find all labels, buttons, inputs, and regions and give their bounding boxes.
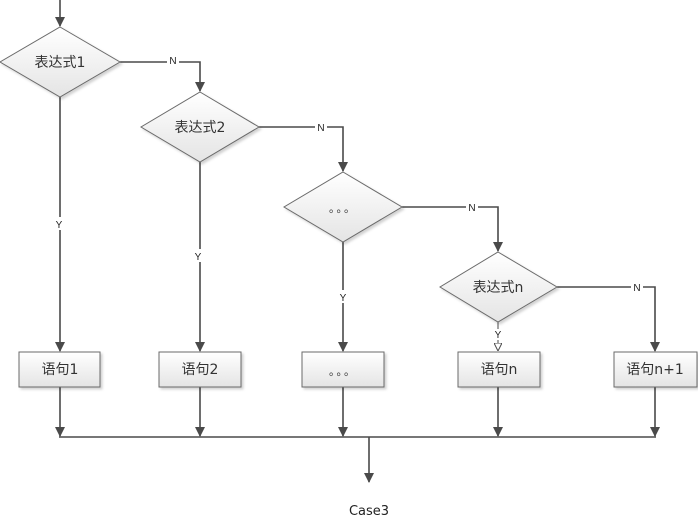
statement-sn1: 语句n+1	[613, 351, 698, 388]
edge-label-d3-n: N	[468, 203, 475, 214]
diamond-shape	[439, 251, 558, 323]
edge-labels: N N N N Y Y Y Y	[54, 55, 643, 341]
decision-label: 表达式n	[473, 280, 524, 296]
box-shape	[301, 351, 385, 388]
statement-sn: 语句n	[457, 351, 541, 388]
statement-s3: 。。。	[301, 351, 385, 388]
statement-label: 语句n	[481, 362, 518, 378]
diagram-caption: Case3	[349, 504, 389, 519]
edge-label-d2-y: Y	[195, 252, 202, 263]
decision-d3: 。。。	[283, 171, 403, 243]
decision-dn: 表达式n	[439, 251, 558, 323]
edge-d2-to-d3	[259, 126, 348, 172]
decision-d1: 表达式1	[0, 26, 121, 98]
edge-label-dn-n: N	[633, 283, 640, 294]
edge-label-dn-y: Y	[495, 330, 502, 341]
box-shape	[613, 351, 698, 388]
statement-s2: 语句2	[158, 351, 242, 388]
decision-label: 表达式1	[35, 55, 86, 71]
box-shape	[457, 351, 541, 388]
edge-label-d2-n: N	[317, 123, 324, 134]
edge-d3-to-dn	[402, 206, 503, 252]
edge-label-d1-y: Y	[56, 220, 63, 231]
statement-label: 语句2	[182, 362, 219, 378]
edge-label-d3-y: Y	[340, 293, 347, 304]
box-shape	[18, 351, 101, 388]
edge-label-d1-n: N	[169, 56, 176, 67]
box-shape	[158, 351, 242, 388]
diamond-shape	[0, 26, 121, 98]
edge-dn-to-sn1	[557, 286, 660, 352]
statement-label: 。。。	[329, 365, 357, 378]
statement-label: 语句1	[42, 362, 79, 378]
connectors	[55, 0, 660, 483]
statement-s1: 语句1	[18, 351, 101, 388]
decision-label: 表达式2	[175, 120, 226, 136]
edge-d1-to-d2	[120, 61, 205, 92]
diamond-shape	[283, 171, 403, 243]
decision-label: 。。。	[329, 202, 357, 215]
diamond-shape	[140, 91, 260, 163]
statement-label: 语句n+1	[626, 362, 684, 378]
decision-d2: 表达式2	[140, 91, 260, 163]
